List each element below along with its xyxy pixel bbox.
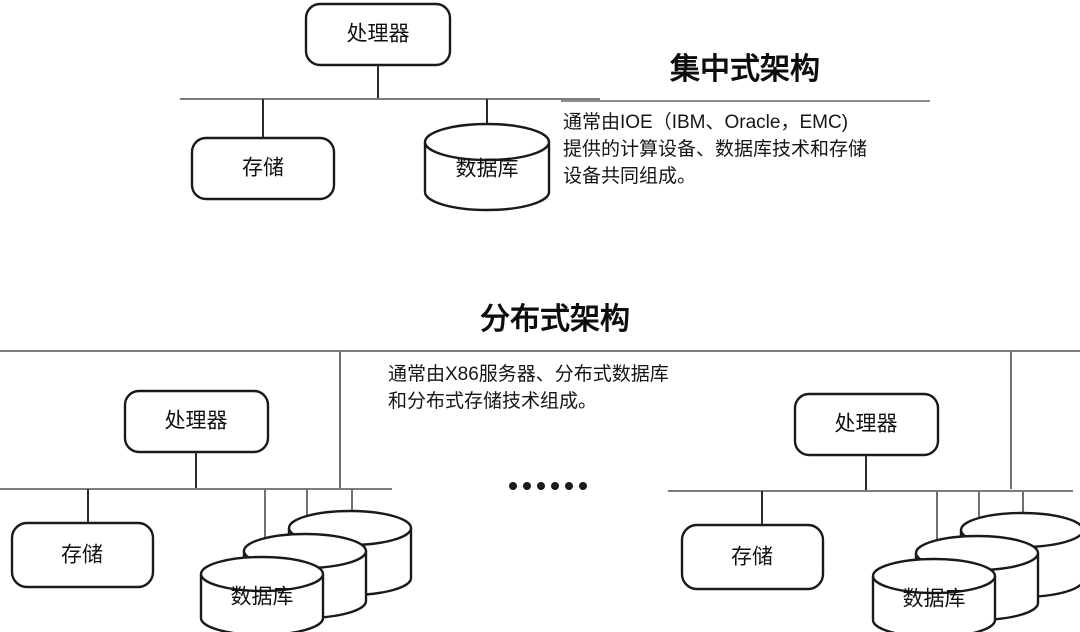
- distributed-right-database-front: 数据库: [871, 557, 997, 632]
- distributed-left-processor-label: 处理器: [165, 410, 228, 433]
- centralized-processor-node: 处理器: [304, 2, 452, 67]
- distributed-right-db-front-top: [871, 557, 997, 595]
- centralized-database-node: 数据库: [423, 122, 551, 212]
- distributed-left-database-label: 数据库: [231, 586, 294, 609]
- distributed-right-storage-box: [680, 523, 825, 591]
- centralized-storage-node: 存储: [190, 136, 336, 201]
- distributed-left-storage-box: [10, 521, 155, 589]
- centralized-description-line-3: 设备共同组成。: [563, 165, 696, 187]
- centralized-processor-label: 处理器: [347, 23, 410, 46]
- distributed-description-line-2: 和分布式存储技术组成。: [388, 390, 597, 412]
- centralized-database-cylinder-top: [423, 122, 551, 162]
- distributed-architecture-group: 分布式架构 通常由X86服务器、分布式数据库 和分布式存储技术组成。 处理器: [0, 303, 1080, 632]
- distributed-right-processor-label: 处理器: [835, 413, 898, 436]
- distributed-left-processor-node: 处理器: [123, 389, 270, 454]
- distributed-right-storage-label: 存储: [731, 546, 773, 569]
- centralized-title: 集中式架构: [669, 53, 820, 86]
- distributed-cluster-right: 处理器 存储: [668, 392, 1080, 632]
- centralized-description-line-1: 通常由IOE（IBM、Oracle，EMC): [563, 111, 848, 133]
- centralized-architecture-group: 处理器 存储 数据库 集中式架构: [180, 2, 930, 212]
- distributed-left-db-front-top: [199, 555, 325, 593]
- centralized-storage-label: 存储: [242, 157, 284, 180]
- centralized-description-line-2: 提供的计算设备、数据库技术和存储: [563, 138, 867, 160]
- distributed-title: 分布式架构: [480, 303, 630, 336]
- distributed-left-database-front: 数据库: [199, 555, 325, 632]
- distributed-right-processor-node: 处理器: [793, 392, 940, 457]
- distributed-right-database-label: 数据库: [903, 588, 966, 611]
- distributed-left-storage-label: 存储: [61, 544, 103, 567]
- centralized-storage-box: [190, 136, 336, 201]
- distributed-description-line-1: 通常由X86服务器、分布式数据库: [388, 363, 669, 385]
- distributed-right-storage-node: 存储: [680, 523, 825, 591]
- distributed-ellipsis: [509, 482, 587, 490]
- centralized-database-cylinder-body: [423, 142, 551, 212]
- distributed-left-storage-node: 存储: [10, 521, 155, 589]
- distributed-cluster-left: 处理器 存储: [0, 389, 413, 632]
- centralized-database-label: 数据库: [456, 158, 519, 181]
